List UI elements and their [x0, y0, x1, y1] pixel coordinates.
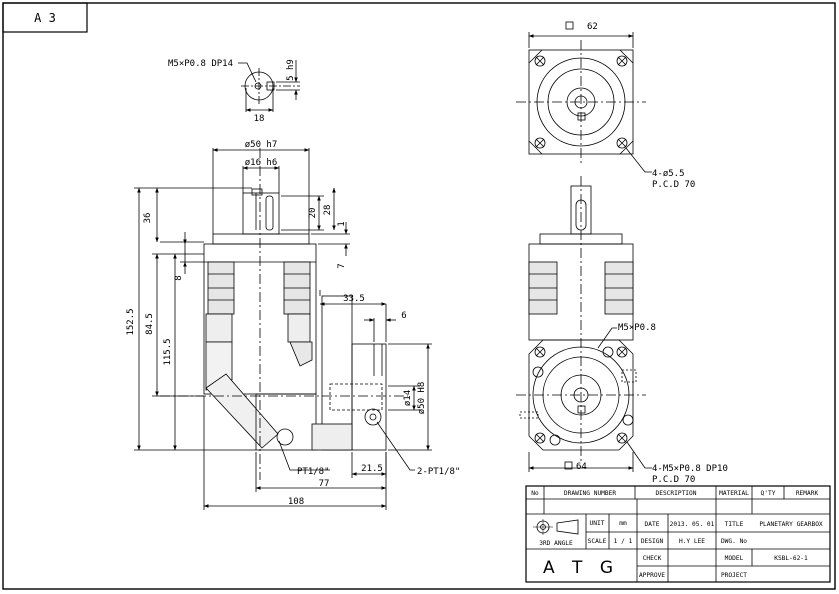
key-thread-label: M5×P0.8 DP14	[168, 59, 233, 69]
key-width-label: 18	[254, 114, 265, 124]
height-8-label: 8	[174, 275, 184, 280]
key-height-label: 5 h9	[286, 59, 296, 81]
flange-dia-label: ø50 h7	[245, 140, 278, 150]
height-115-label: 115.5	[163, 338, 173, 365]
h7-label: 7	[337, 263, 347, 268]
shaft-dia-label: ø16 h6	[245, 158, 278, 168]
tb-dwg-label: DWG. No	[721, 538, 747, 545]
port-right-label: 2-PT1/8"	[417, 467, 460, 477]
bottom-holes-label: 4-M5×P0.8 DP10	[652, 464, 728, 474]
tb-unit-label: UNIT	[590, 520, 605, 527]
tb-scale-label: SCALE	[588, 538, 607, 545]
dim-77-label: 77	[319, 479, 330, 489]
square-symbol-icon	[565, 21, 574, 30]
top-square-label: 62	[587, 22, 598, 32]
tb-drawing-number: DRAWING NUMBER	[564, 490, 616, 497]
tb-check-label: CHECK	[643, 555, 662, 562]
input-offset-label: 33.5	[343, 294, 365, 304]
key-len-label: 20	[308, 208, 318, 219]
tb-date-value: 2013. 05. 01	[670, 521, 715, 528]
gap-label: 1	[337, 221, 347, 226]
height-top-label: 36	[143, 213, 153, 224]
total-height-label: 152.5	[126, 308, 136, 335]
height-84-label: 84.5	[145, 313, 155, 335]
bore-dia-label: ø14	[403, 390, 413, 406]
tb-model-label: MODEL	[725, 555, 744, 562]
tb-remark: REMARK	[796, 490, 819, 497]
dim-108-label: 108	[288, 497, 304, 507]
sheet-size-label: A 3	[34, 11, 56, 25]
tb-design-label: DESIGN	[641, 538, 664, 545]
tb-angle: 3RD ANGLE	[539, 540, 573, 547]
tb-unit-value: mm	[619, 520, 627, 527]
shaft-len-label: 28	[323, 205, 333, 216]
company-logo: A T G	[543, 558, 619, 578]
top-holes-label: 4-ø5.5	[652, 169, 685, 179]
port-left-label: PT1/8"	[297, 467, 330, 477]
tb-title-value: PLANETARY GEARBOX	[759, 521, 823, 528]
tb-title-label: TITLE	[725, 521, 744, 528]
top-view	[516, 32, 652, 173]
bottom-tap-label: M5×P0.8	[618, 323, 656, 333]
tb-approve-label: APPROVE	[639, 572, 665, 579]
square-symbol-icon	[564, 461, 573, 470]
sheet-size-box	[2, 2, 88, 33]
tb-model-value: KSBL-62-1	[774, 555, 808, 562]
tb-material: MATERIAL	[719, 490, 749, 497]
dim-21-label: 21.5	[361, 464, 383, 474]
tb-project-label: PROJECT	[721, 572, 747, 579]
bottom-square-label: 64	[576, 462, 587, 472]
tb-design-value: H.Y LEE	[679, 538, 705, 545]
bottom-view	[516, 176, 652, 472]
pilot-dia-label: ø50 H8	[417, 382, 427, 415]
key-detail-view	[238, 60, 300, 112]
top-pcd-label: P.C.D 70	[652, 180, 695, 190]
input-6-label: 6	[401, 311, 406, 321]
tb-qty: Q'TY	[761, 490, 776, 497]
tb-description: DESCRIPTION	[656, 490, 697, 497]
title-block	[525, 485, 831, 583]
tb-no: No	[531, 490, 539, 497]
tb-scale-value: 1 / 1	[614, 538, 633, 545]
bottom-pcd-label: P.C.D 70	[652, 475, 695, 485]
tb-date-label: DATE	[645, 521, 660, 528]
side-view	[134, 148, 432, 510]
